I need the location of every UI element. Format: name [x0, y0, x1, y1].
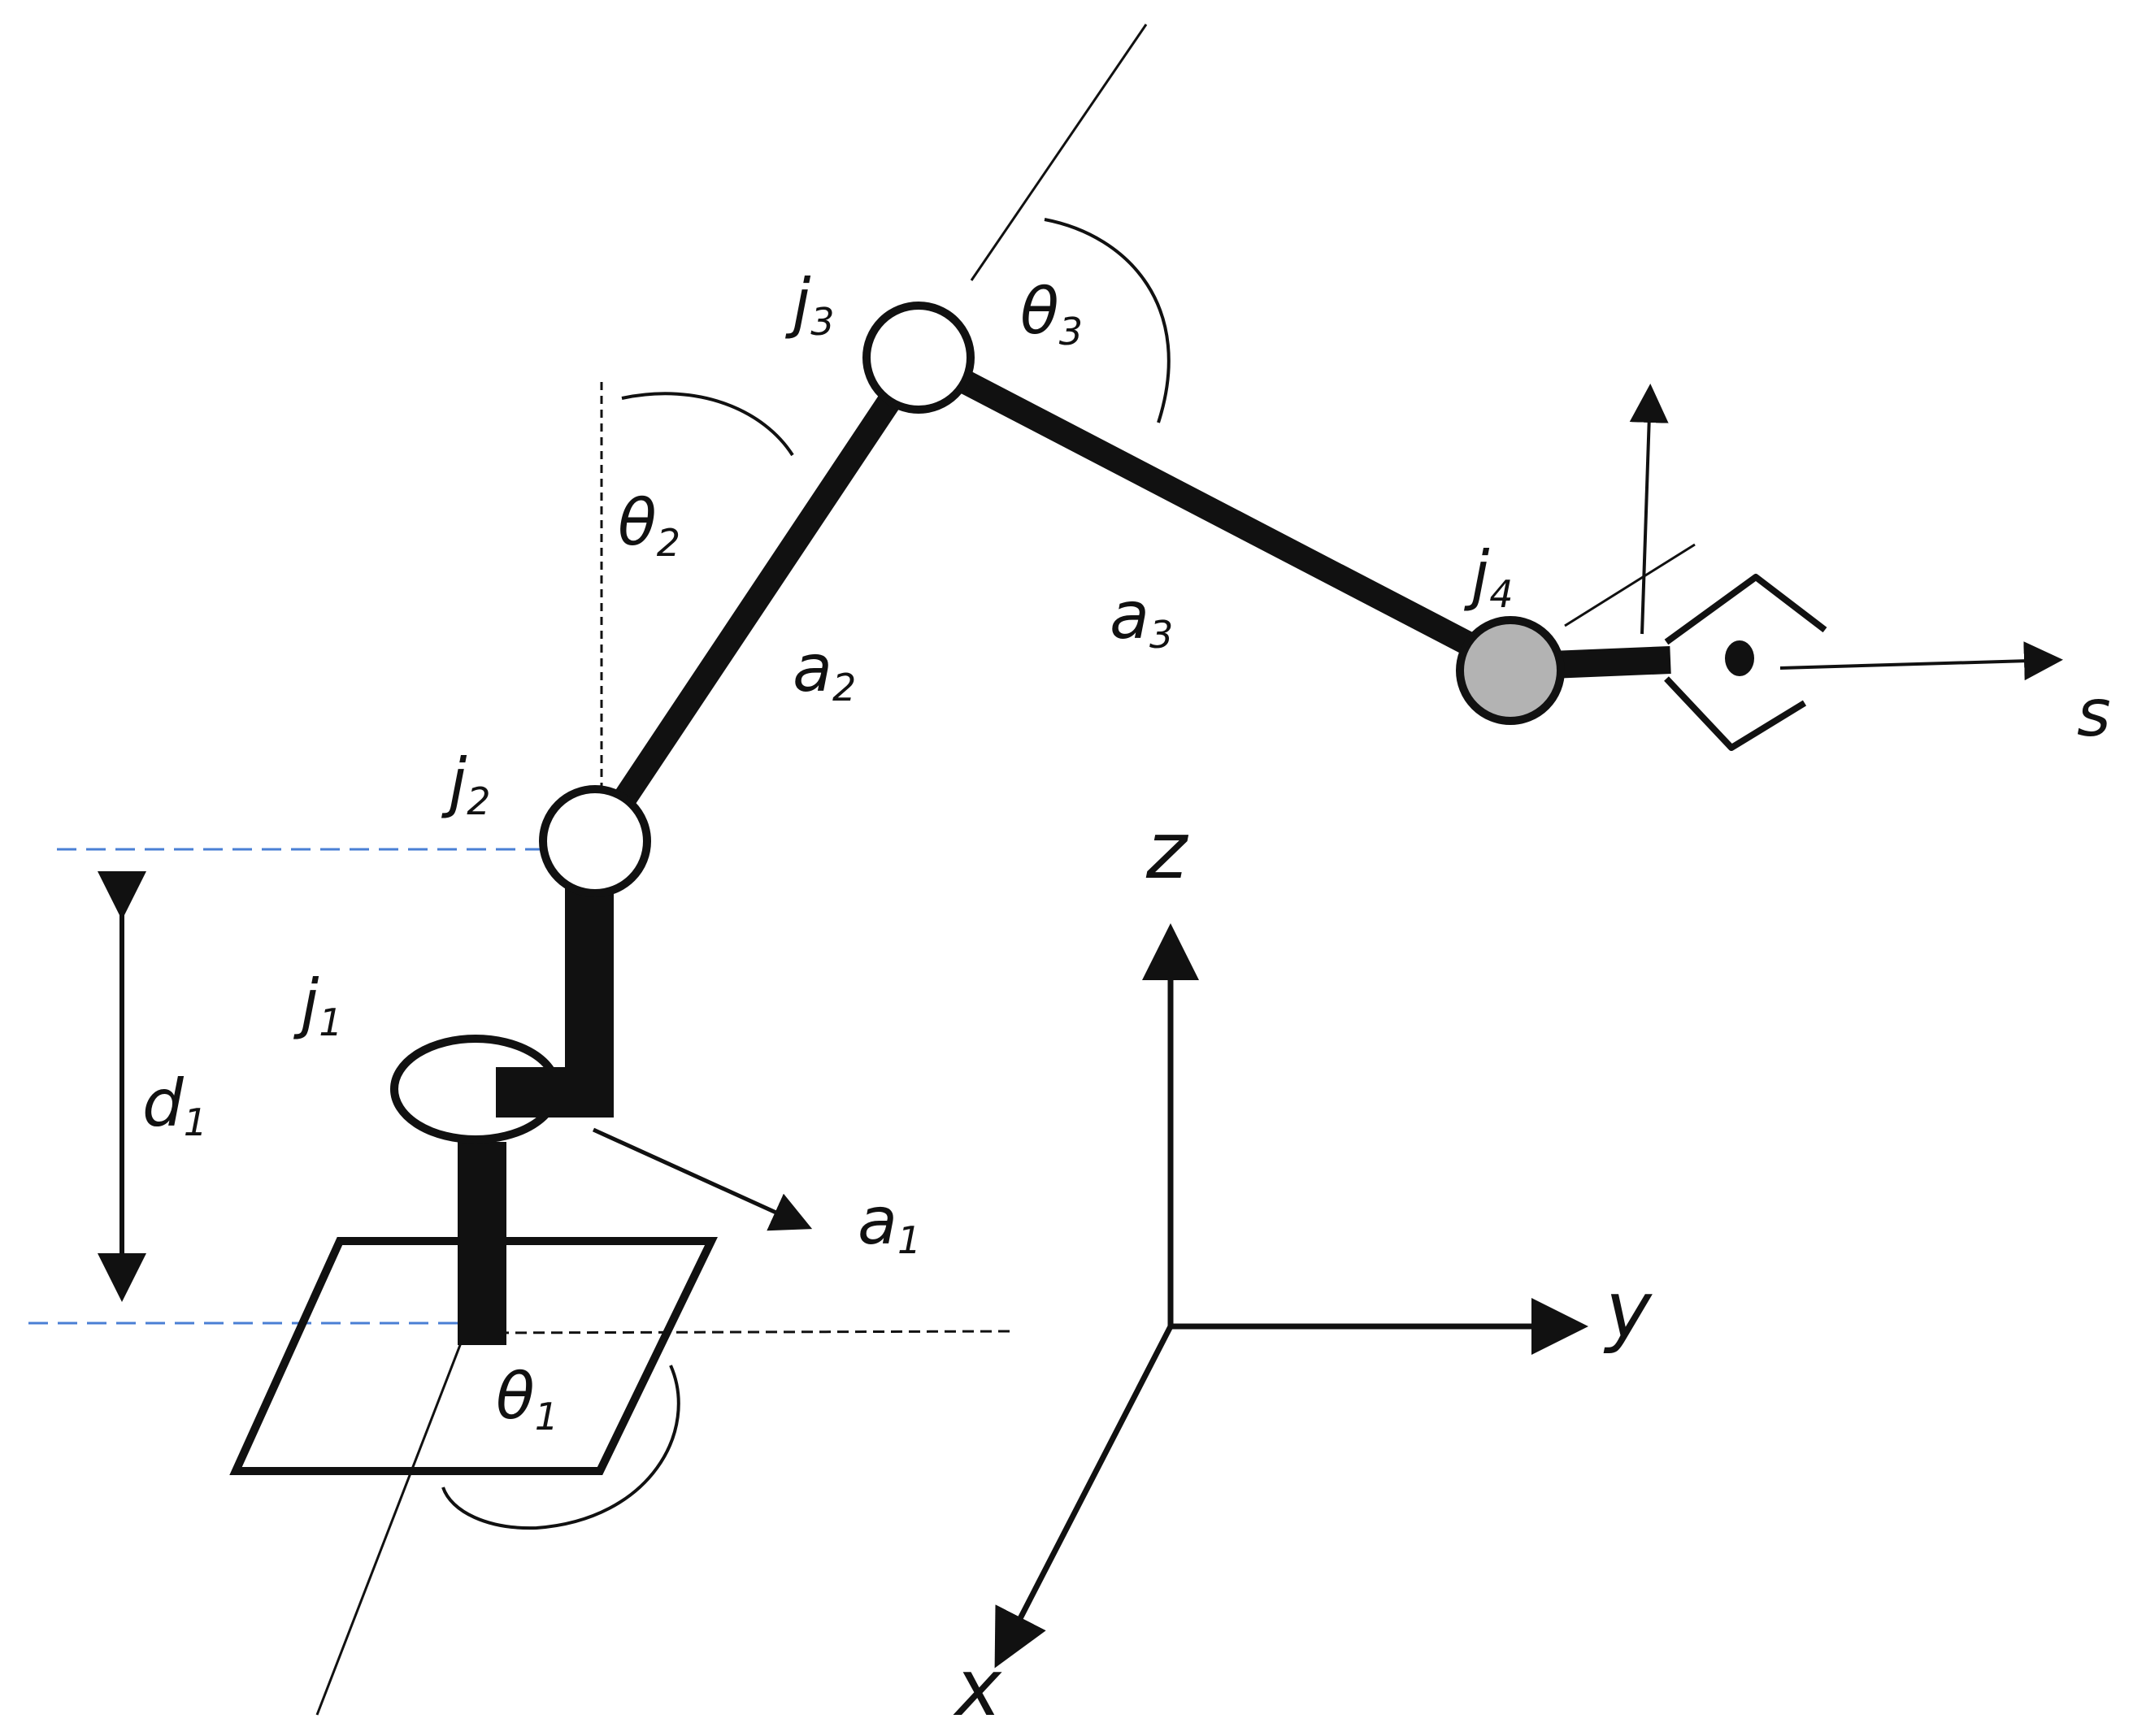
link-1-vertical	[565, 882, 614, 1118]
joint-j4	[1456, 616, 1565, 725]
joint-j2	[539, 785, 651, 897]
gripper-center	[1725, 640, 1754, 676]
joint-j3	[862, 302, 975, 414]
end-effector-z-arrow	[1629, 384, 1669, 635]
label-j4: j4	[1463, 537, 1514, 616]
theta1-arc	[441, 1365, 680, 1530]
gripper-upper-jaw	[1664, 574, 1827, 645]
label-a1: a1	[858, 1183, 921, 1262]
j3-extension-line	[970, 24, 1148, 281]
label-s: s	[2077, 675, 2111, 751]
label-theta3: θ3	[1020, 276, 1083, 354]
base-rotation-axis	[315, 1283, 485, 1716]
label-a2: a2	[793, 631, 856, 710]
axis-label-x: x	[953, 1643, 1002, 1734]
label-a3: a3	[1110, 578, 1173, 657]
base-platform	[229, 1237, 718, 1475]
end-effector-diagonal	[1564, 543, 1696, 627]
label-j3: j3	[784, 265, 835, 344]
a1-arrow	[592, 1127, 813, 1231]
axis-label-y: y	[1603, 1265, 1653, 1356]
theta3-arc	[1044, 218, 1171, 423]
end-effector-s-arrow	[1779, 641, 2063, 681]
label-j2: j2	[441, 744, 491, 823]
label-d1: d1	[142, 1065, 207, 1144]
theta2-arc	[621, 392, 794, 457]
gripper-lower-jaw	[1664, 676, 1807, 751]
base-dashed-line	[479, 1330, 1013, 1335]
label-theta1: θ1	[496, 1361, 558, 1439]
link-a2	[583, 350, 929, 853]
link-a3	[913, 346, 1518, 678]
label-j1: j1	[293, 966, 343, 1044]
axis-label-z: z	[1145, 805, 1189, 896]
base-column	[458, 1142, 506, 1345]
world-x-axis	[994, 1325, 1174, 1669]
label-theta2: θ2	[618, 487, 680, 565]
